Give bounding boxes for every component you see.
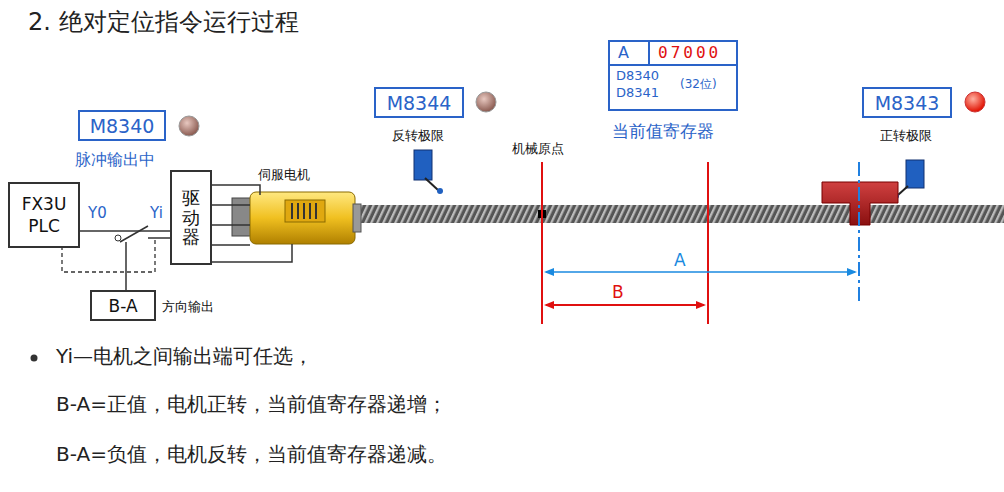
lamp [179,116,199,136]
node-text: 脉冲输出中 [75,150,155,171]
node-text: A [618,43,629,62]
direction-wire [125,242,127,290]
node-text: M8344 [387,92,452,114]
register-divider [648,42,650,64]
wire-connector [80,230,170,232]
node-text: 正转极限 [880,127,932,145]
node-text: B-A [108,296,137,316]
yi-wire [120,226,170,242]
node-box: M8344反转极限 [374,87,464,118]
node-text: (32位) [680,76,717,93]
node-text: 方向输出 [162,298,214,316]
register-divider [610,64,736,66]
node-box: A07000D8340 D8341(32位)当前值寄存器 [608,40,738,111]
title: 2. 绝对定位指令运行过程 [28,6,299,38]
label-text: B-A=正值，电机正转，当前值寄存器递增； [56,391,447,418]
node-text: 07000 [658,43,721,62]
label-text: Y0 [88,204,107,222]
label-text: Yi [150,204,163,222]
ball-screw [358,205,1004,223]
label-text: A [674,250,686,270]
lamp [476,92,496,112]
label-text: B [612,282,624,302]
lamp [965,92,985,112]
node-text: FX3U PLC [19,193,69,237]
node-box: M8343正转极限 [862,87,952,118]
label-text: B-A=负值，电机反转，当前值寄存器递减。 [56,441,447,468]
node-text: M8340 [90,115,155,137]
node-box: FX3U PLC [8,182,80,248]
node-box: B-A方向输出 [90,290,156,321]
node-text: 反转极限 [392,127,444,145]
label-text: 伺服电机 [258,166,310,184]
node-box: M8340脉冲输出中 [78,110,166,141]
label-text: Yi—电机之间输出端可任选， [56,343,313,370]
node-text: 当前值寄存器 [612,120,714,143]
node-text: M8343 [875,92,940,114]
node-text: 驱动器 [182,188,200,247]
label-text: 机械原点 [512,140,564,158]
node-box: 驱动器 [170,170,212,265]
bullet [31,355,38,362]
reverse-limit-switch [414,150,443,194]
servo-motor [232,192,361,244]
node-text: D8340 D8341 [616,67,666,101]
